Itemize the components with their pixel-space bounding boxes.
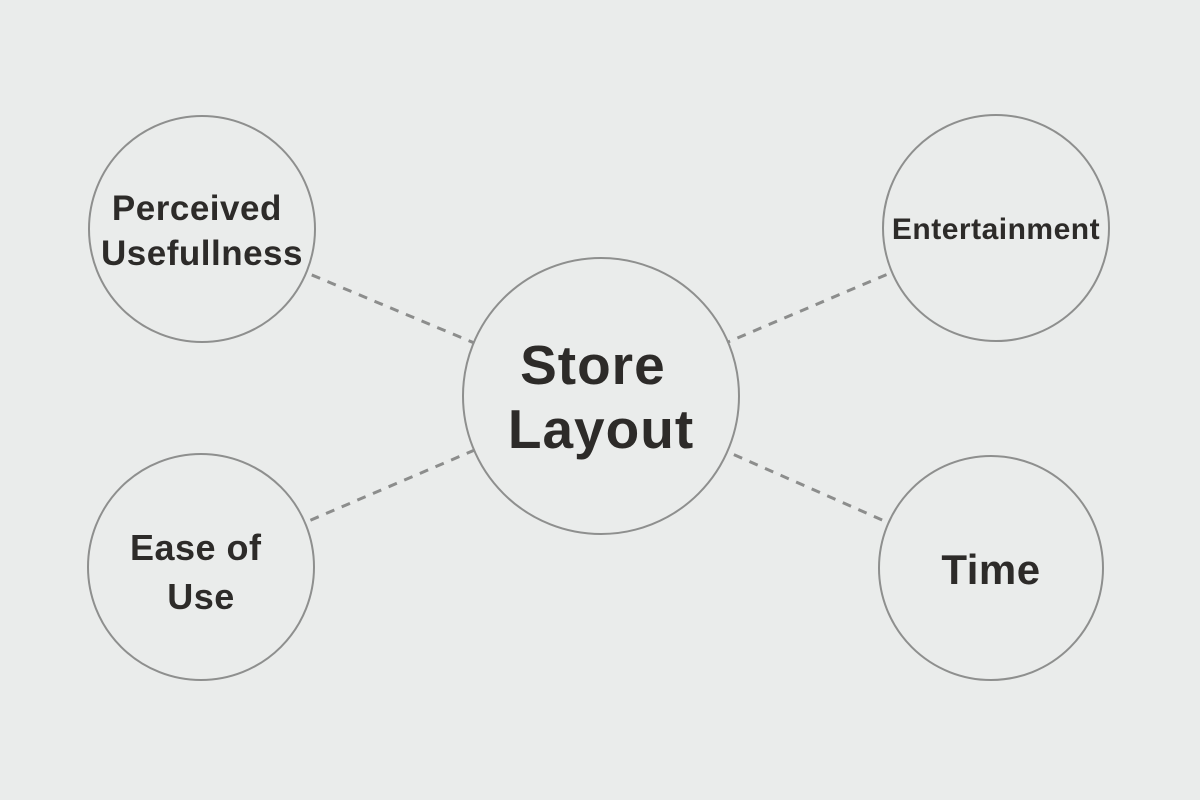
- node-entertainment: Entertainment: [882, 114, 1110, 342]
- node-label-store-layout: Store Layout: [508, 334, 694, 460]
- label-line: Entertainment: [892, 213, 1100, 246]
- node-circle-time: [878, 455, 1104, 681]
- node-circle-entertainment: [882, 114, 1110, 342]
- node-circle-store-layout: [462, 257, 740, 535]
- node-label-perceived-usefullness: Perceived Usefullness: [101, 189, 303, 273]
- node-label-entertainment: Entertainment: [892, 213, 1100, 246]
- node-label-time: Time: [941, 546, 1040, 593]
- label-line: Time: [941, 546, 1040, 593]
- node-ease-of-use: Ease of Use: [87, 453, 315, 681]
- node-perceived-usefullness: Perceived Usefullness: [88, 115, 316, 343]
- label-line: Store: [520, 334, 666, 396]
- label-line: Use: [167, 576, 235, 617]
- node-label-ease-of-use: Ease of Use: [130, 527, 272, 617]
- label-line: Usefullness: [101, 234, 303, 273]
- label-line: Layout: [508, 398, 694, 460]
- label-line: Ease of: [130, 527, 262, 568]
- node-time: Time: [878, 455, 1104, 681]
- node-circle-perceived-usefullness: [88, 115, 316, 343]
- label-line: Perceived: [112, 189, 282, 228]
- node-store-layout: Store Layout: [462, 257, 740, 535]
- node-circle-ease-of-use: [87, 453, 315, 681]
